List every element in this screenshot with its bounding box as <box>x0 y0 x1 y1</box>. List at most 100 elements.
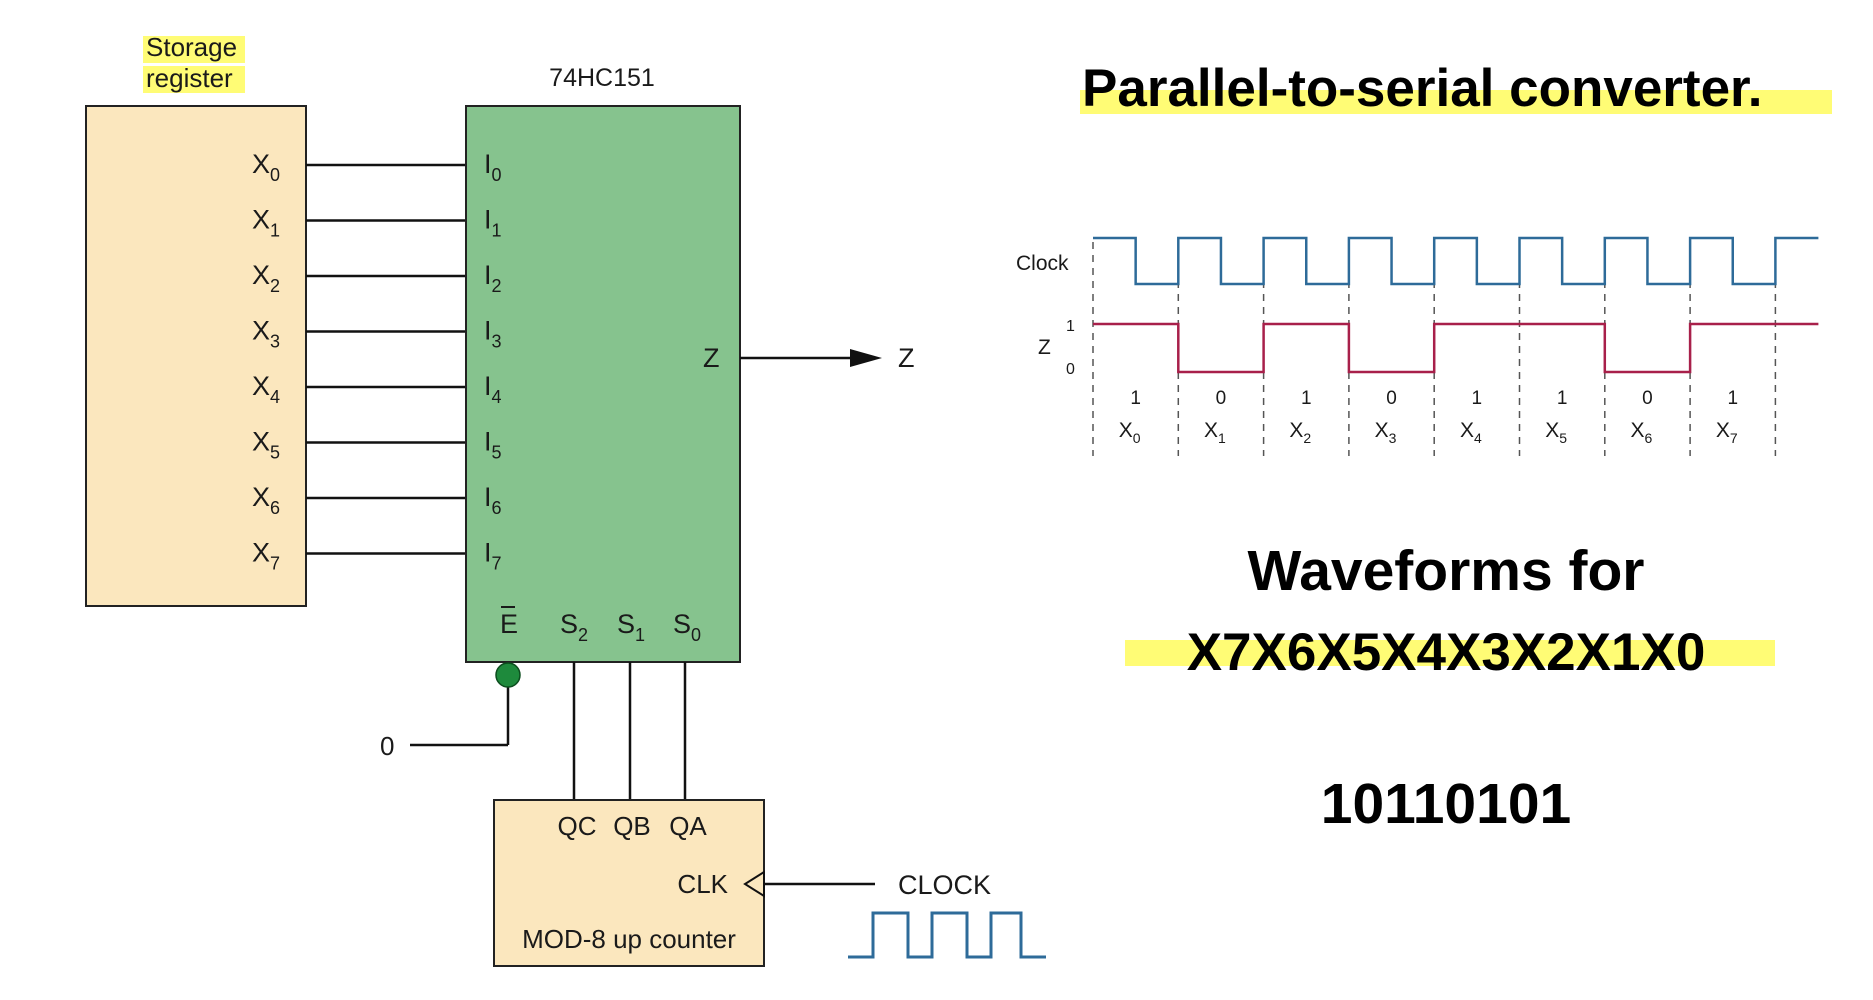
bit-name-x7: X7 <box>1716 419 1738 446</box>
register-output-x2-subscript: 2 <box>270 276 280 296</box>
mux-input-i7-subscript: 7 <box>492 554 502 574</box>
mux-input-i0: I0 <box>484 149 502 185</box>
storage-label-line2: register <box>146 63 233 93</box>
register-output-x5-subscript: 5 <box>270 443 280 463</box>
enable-label: E <box>500 609 518 639</box>
bit-name-x4-subscript: 4 <box>1474 430 1482 446</box>
register-output-x1-subscript: 1 <box>270 221 280 241</box>
storage-label-line1: Storage <box>146 32 237 62</box>
mux-input-i1: I1 <box>484 205 502 241</box>
counter-output-qb: QB <box>613 811 651 841</box>
bit-name-x3: X3 <box>1375 419 1397 446</box>
bit-name-x7-subscript: 7 <box>1730 430 1738 446</box>
mux-input-i3-subscript: 3 <box>492 332 502 352</box>
z-level-high: 1 <box>1066 318 1075 335</box>
bit-value-6: 0 <box>1642 388 1653 409</box>
mux-input-i5: I5 <box>484 427 502 463</box>
register-output-x4: X4 <box>252 371 280 407</box>
data-wires <box>306 163 466 555</box>
bit-name-x6-base: X <box>1631 419 1645 442</box>
mux-input-i1-subscript: 1 <box>492 221 502 241</box>
select-label-s0: S0 <box>673 609 701 645</box>
mux-input-i4-base: I <box>484 371 492 401</box>
bit-name-x1-base: X <box>1204 419 1218 442</box>
register-output-x5: X5 <box>252 427 280 463</box>
counter-clk-label: CLK <box>677 869 728 899</box>
bit-name-x1-subscript: 1 <box>1218 430 1226 446</box>
z-waveform <box>1093 322 1819 374</box>
select-label-s1-subscript: 1 <box>635 625 645 645</box>
caption-highlight <box>1125 640 1775 666</box>
bit-name-x1: X1 <box>1204 419 1226 446</box>
bit-value-0: 1 <box>1130 388 1141 409</box>
mod8-counter-box <box>493 799 765 967</box>
mux-input-i0-subscript: 0 <box>492 165 502 185</box>
storage-label-highlight <box>143 36 245 63</box>
mux-input-i7: I7 <box>484 538 502 574</box>
register-output-x0-subscript: 0 <box>270 165 280 185</box>
mux-input-i3: I3 <box>484 316 502 352</box>
mux-input-i4: I4 <box>484 371 502 407</box>
mux-74hc151-box <box>465 105 741 663</box>
mux-input-i6-base: I <box>484 482 492 512</box>
mux-input-i7-base: I <box>484 538 492 568</box>
bit-name-x5: X5 <box>1545 419 1567 446</box>
bit-name-x6-subscript: 6 <box>1645 430 1653 446</box>
select-label-s2-base: S <box>560 609 578 639</box>
clock-input-waveform-icon <box>848 911 1046 959</box>
bit-name-x4-base: X <box>1460 419 1474 442</box>
bit-name-x2: X2 <box>1289 419 1311 446</box>
register-output-x7-base: X <box>252 538 270 568</box>
select-label-s1-base: S <box>617 609 635 639</box>
mux-input-i2-subscript: 2 <box>492 276 502 296</box>
register-output-x3: X3 <box>252 316 280 352</box>
register-output-x0-base: X <box>252 149 270 179</box>
register-output-x5-base: X <box>252 427 270 457</box>
z-level-low: 0 <box>1066 361 1075 378</box>
bit-value-4: 1 <box>1472 388 1483 409</box>
register-output-x4-base: X <box>252 371 270 401</box>
mux-input-i3-base: I <box>484 316 492 346</box>
z-output-signal: Z <box>898 343 915 373</box>
title-highlight <box>1080 90 1832 114</box>
mux-input-i5-subscript: 5 <box>492 443 502 463</box>
bit-name-x3-subscript: 3 <box>1389 430 1397 446</box>
select-label-s0-base: S <box>673 609 691 639</box>
enable-input-value: 0 <box>380 731 394 761</box>
caption-line1: Waveforms for <box>1248 539 1645 603</box>
mux-input-i2: I2 <box>484 260 502 296</box>
bit-value-2: 1 <box>1301 388 1312 409</box>
z-output-arrow <box>850 349 882 367</box>
register-output-x0: X0 <box>252 149 280 185</box>
mux-input-i1-base: I <box>484 205 492 235</box>
bit-name-x5-base: X <box>1545 419 1559 442</box>
data-word: 10110101 <box>1321 772 1571 836</box>
diagram-title: Parallel-to-serial converter. <box>1082 59 1763 118</box>
register-output-x2: X2 <box>252 260 280 296</box>
caption-line2: X7X6X5X4X3X2X1X0 <box>1187 623 1706 682</box>
z-signal-label: Z <box>1038 336 1051 359</box>
register-output-x7: X7 <box>252 538 280 574</box>
register-output-x1: X1 <box>252 205 280 241</box>
bit-name-x0: X0 <box>1119 419 1141 446</box>
bit-value-7: 1 <box>1727 388 1738 409</box>
clock-signal-label: Clock <box>1016 252 1069 275</box>
bit-name-x6: X6 <box>1631 419 1653 446</box>
register-output-x4-subscript: 4 <box>270 387 280 407</box>
register-output-x6-subscript: 6 <box>270 498 280 518</box>
register-label-highlight <box>143 66 245 93</box>
counter-output-qc: QC <box>558 811 597 841</box>
counter-output-qa: QA <box>669 811 707 841</box>
register-output-x2-base: X <box>252 260 270 290</box>
bit-name-x4: X4 <box>1460 419 1482 446</box>
bit-name-x3-base: X <box>1375 419 1389 442</box>
storage-register-box <box>85 105 307 607</box>
register-output-x1-base: X <box>252 205 270 235</box>
select-label-s0-subscript: 0 <box>691 625 701 645</box>
mux-input-i5-base: I <box>484 427 492 457</box>
bit-name-x2-base: X <box>1289 419 1303 442</box>
